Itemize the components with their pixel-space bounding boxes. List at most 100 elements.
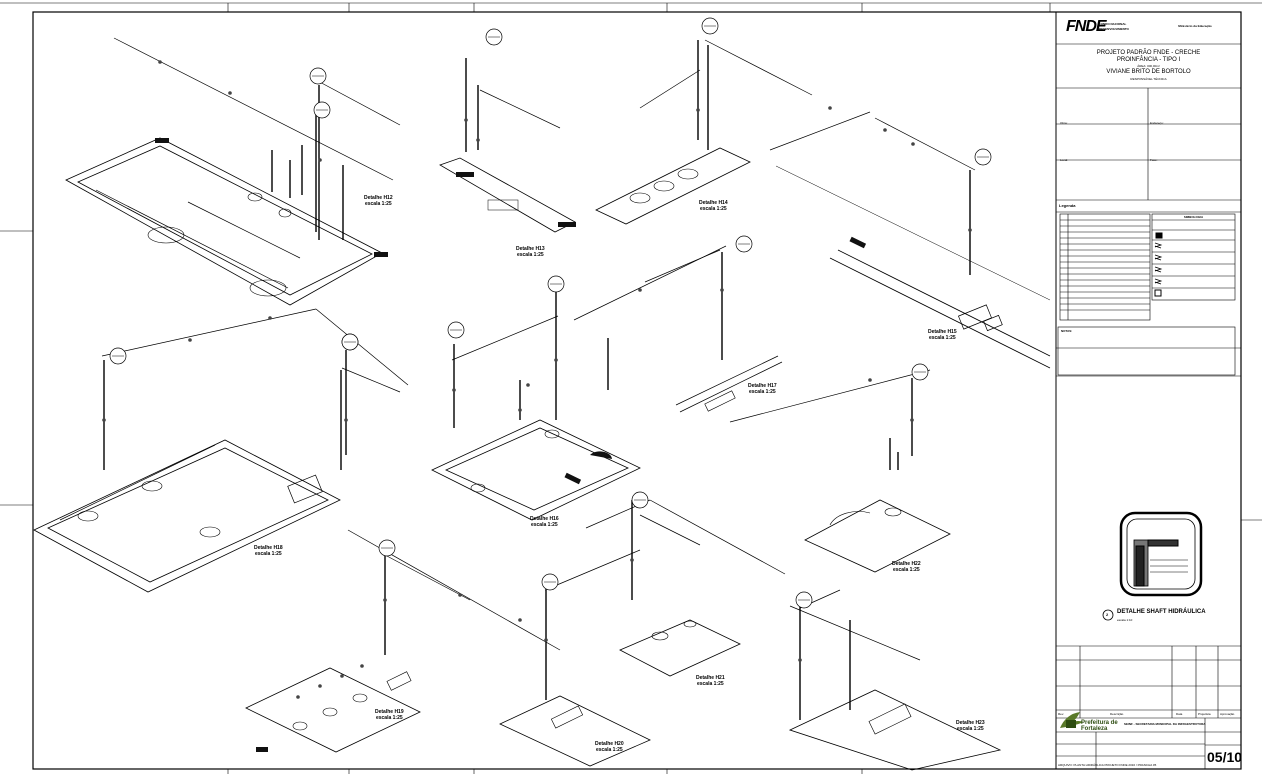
plan-h18-box — [287, 474, 323, 504]
pipe-fitting — [720, 288, 724, 292]
plan-h15-box-1 — [958, 304, 992, 330]
legend-title: Legenda — [1059, 203, 1076, 208]
fnde-logo-sub-1: FUNDO NACIONAL — [1099, 22, 1127, 26]
title-block — [1055, 11, 1242, 770]
project-title-line-3: ÁREA: 000,00m² — [1137, 64, 1160, 68]
notes-title: NOTAS: — [1061, 329, 1073, 333]
plan-h18-wall — [59, 444, 216, 521]
revision-col-approval: Aprovação — [1220, 712, 1235, 716]
callout-bubbles — [109, 17, 992, 609]
pipe-run — [649, 499, 786, 575]
plan-h14-basin-3 — [677, 168, 699, 180]
isometric-plans — [33, 137, 1051, 771]
pipe-fitting — [452, 388, 456, 392]
pipe-fitting — [883, 128, 887, 132]
plan-h12-wall-2 — [187, 201, 301, 259]
plan-h20-grate — [550, 705, 584, 729]
pipe-run — [451, 315, 559, 361]
pipe-fitting — [798, 658, 802, 662]
plan-h16-inner — [445, 427, 629, 511]
plan-h12-tub-1 — [147, 226, 185, 244]
plan-h23-grate — [868, 703, 912, 735]
plan-h18-basin-3 — [199, 526, 221, 538]
plan-h12-wall — [95, 189, 289, 289]
plan-h19-grate — [386, 671, 412, 691]
plan-h19-basin-1 — [292, 721, 308, 731]
plan-h15-hatch — [849, 236, 867, 249]
plan-h14-basin-2 — [653, 180, 675, 192]
pipe-fitting — [318, 684, 322, 688]
pipe-fitting — [968, 228, 972, 232]
plan-h16-wc-2 — [470, 483, 486, 493]
pipe-fitting — [526, 383, 530, 387]
plan-h21-outer — [619, 619, 741, 677]
pipe-run — [315, 308, 409, 386]
pipe-fitting — [544, 638, 548, 642]
pipe-fitting — [828, 106, 832, 110]
pipe-run — [544, 549, 641, 591]
pipe-fitting — [630, 558, 634, 562]
project-title-line-5: RESPONSÁVEL TÉCNICA — [1130, 77, 1167, 81]
pipe-fitting — [158, 60, 162, 64]
pipe-run — [639, 69, 701, 109]
pipe-fitting — [518, 408, 522, 412]
field-obra: Obra: — [1060, 121, 1068, 125]
plan-h13-hatch-2 — [558, 222, 576, 227]
plan-h14-outer — [595, 147, 751, 225]
pipe-fitting — [696, 108, 700, 112]
org-name: SEINF - SECRETARIA MUNICIPAL DA INFRAEST… — [1124, 722, 1206, 726]
footer-file: ARQUIVO: PLANTA HIDRÁULICA PROJETO FNDE … — [1058, 763, 1157, 767]
plan-h18-basin-2 — [141, 480, 163, 492]
plan-h16-hatch — [564, 472, 582, 485]
pipe-run — [644, 249, 721, 283]
plan-h15-wall-2 — [837, 249, 1051, 357]
plan-h18-basin-1 — [77, 510, 99, 522]
plan-h22-outer — [804, 499, 951, 573]
plan-h14-basin-1 — [629, 192, 651, 204]
plan-h13-hatch-1 — [456, 172, 474, 177]
plan-h19-outer — [245, 667, 421, 753]
plan-h21-wc — [683, 620, 697, 628]
shaft-detail-drawing — [1102, 511, 1203, 621]
pipe-fitting — [868, 378, 872, 382]
plan-h13-outer — [439, 157, 576, 233]
fnde-logo-sub-2: DESENVOLVIMENTO — [1099, 27, 1129, 31]
pipe-run — [341, 367, 401, 393]
plan-h16-door — [590, 451, 612, 459]
pipe-run — [113, 37, 394, 181]
org-logo-text: Prefeitura de Fortaleza — [1081, 720, 1118, 732]
field-local: Local: — [1060, 158, 1069, 162]
plan-h12-basin — [247, 192, 263, 202]
revision-col-date: Data — [1176, 712, 1183, 716]
plan-h18-outer — [33, 439, 341, 593]
revision-col-designer: Projetista — [1198, 712, 1211, 716]
plan-h22-door — [829, 511, 871, 526]
org-logo-mark — [1060, 712, 1084, 728]
pipe-risers — [101, 37, 976, 720]
plan-h19-hatch — [256, 747, 268, 752]
pipe-fitting — [360, 664, 364, 668]
pipe-fitting — [340, 674, 344, 678]
pipe-fitting — [464, 118, 468, 122]
legend-symbols — [1154, 232, 1163, 297]
plan-h12-hatch-1 — [155, 138, 169, 143]
pipe-fitting — [344, 418, 348, 422]
field-endereco: Endereço: — [1150, 121, 1164, 125]
pipe-fitting — [458, 593, 462, 597]
pipe-fitting — [554, 358, 558, 362]
pipe-fitting — [911, 142, 915, 146]
pipe-run — [384, 554, 471, 601]
pipe-fitting — [296, 695, 300, 699]
plan-h17-grate — [704, 390, 736, 412]
pipe-fitting — [910, 418, 914, 422]
